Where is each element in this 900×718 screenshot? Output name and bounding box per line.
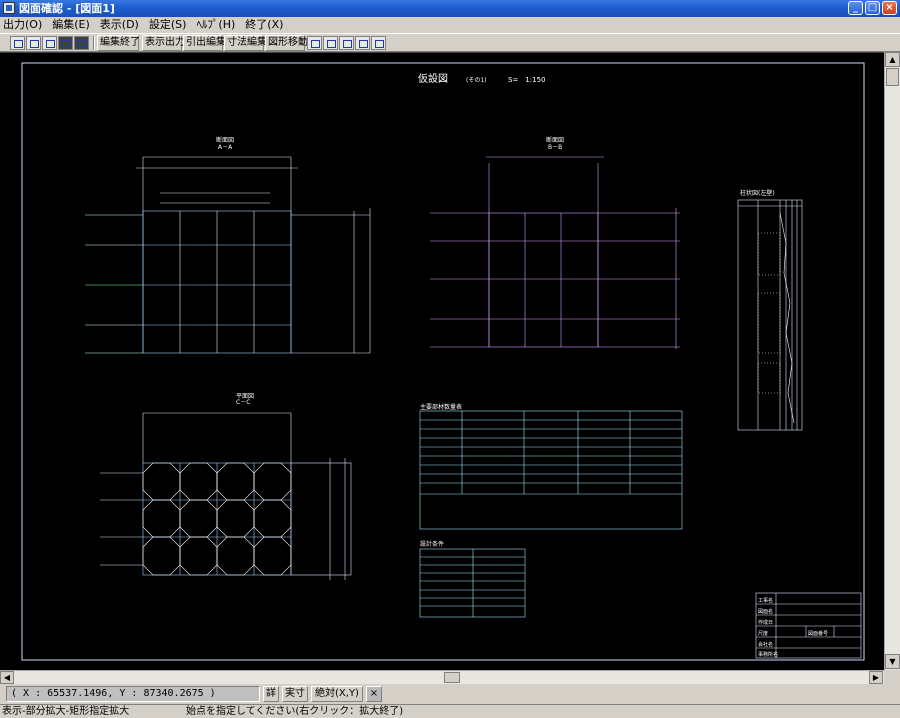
drawing-title: 仮設図	[418, 72, 448, 85]
section-bb: 断面図 B－B	[430, 136, 680, 349]
design-conditions-title: 設計条件	[420, 540, 444, 548]
section-aa-label: A－A	[218, 144, 233, 151]
materials-table-title: 主要部材数量表	[420, 403, 462, 411]
horizontal-scrollbar[interactable]: ◀ ▶	[0, 670, 884, 684]
drawing-canvas[interactable]: 仮設図 (その1) S= 1:150 断面図 A－A	[0, 52, 884, 670]
boring-log: 柱状図(左壁)	[737, 189, 803, 431]
title-block: 工事名 図面名 作成日 尺度 会社名 事務所名 図面番号	[755, 592, 862, 659]
vertical-scroll-thumb[interactable]	[886, 68, 899, 86]
title-block-row-3: 作成日	[758, 619, 773, 626]
scroll-down-icon[interactable]: ▼	[885, 654, 900, 669]
coordinate-readout: ( X : 65537.1496, Y : 87340.2675 )	[6, 686, 260, 702]
drawing-subtitle: (その1)	[466, 77, 487, 84]
display-output-button[interactable]: 表示出力	[142, 35, 185, 51]
plan-cc-name: 平面図	[236, 393, 254, 400]
maximize-button[interactable]: □	[865, 1, 880, 15]
plan-cc: 平面図 C－C	[100, 393, 352, 580]
menu-view[interactable]: 表示(D)	[99, 18, 139, 31]
close-button[interactable]: ×	[882, 1, 897, 15]
menu-output[interactable]: 出力(O)	[3, 18, 43, 31]
section-bb-name: 断面図	[546, 136, 564, 144]
move-figure-button[interactable]: 図形移動	[265, 35, 308, 51]
title-block-row-6: 事務所名	[758, 651, 778, 658]
title-block-drawing-no: 図面番号	[808, 630, 828, 637]
menu-help[interactable]: ﾍﾙﾌﾟ(H)	[196, 18, 236, 31]
title-bar[interactable]: 図面確認 - [図面1] _ □ ×	[0, 0, 900, 17]
absolute-coords-button[interactable]: 絶対(X,Y)	[311, 686, 363, 702]
window-title: 図面確認 - [図面1]	[19, 2, 115, 15]
title-block-row-4: 尺度	[758, 630, 768, 637]
leader-edit-button[interactable]: 引出編集	[183, 35, 226, 51]
pan-icon[interactable]	[74, 36, 89, 50]
menu-exit[interactable]: 終了(X)	[245, 18, 284, 31]
title-block-row-1: 工事名	[758, 597, 773, 604]
section-aa-name: 断面図	[216, 136, 234, 144]
status-prompt: 始点を指定してください(右クリック：拡大終了)	[186, 706, 404, 717]
coordinate-bar: ( X : 65537.1496, Y : 87340.2675 ) 詳 実寸 …	[0, 684, 900, 704]
title-block-row-5: 会社名	[758, 641, 773, 648]
menu-settings[interactable]: 設定(S)	[148, 18, 187, 31]
drawing-scale: S= 1:150	[508, 76, 545, 84]
undo-icon[interactable]	[355, 36, 370, 50]
app-icon[interactable]	[3, 2, 15, 14]
print-icon[interactable]	[323, 36, 338, 50]
section-aa: 断面図 A－A	[85, 136, 371, 354]
exit-icon[interactable]	[371, 36, 386, 50]
zoom-out-icon[interactable]	[42, 36, 57, 50]
boring-log-title: 柱状図(左壁)	[740, 189, 775, 197]
sheet-frame	[21, 62, 865, 661]
zoom-window-icon[interactable]	[58, 36, 73, 50]
menu-edit[interactable]: 編集(E)	[52, 18, 90, 31]
design-conditions-table: 設計条件	[419, 540, 526, 618]
status-bar: 表示-部分拡大-矩形指定拡大 始点を指定してください(右クリック：拡大終了)	[0, 704, 900, 718]
scroll-up-icon[interactable]: ▲	[885, 52, 900, 67]
cad-drawing[interactable]: 仮設図 (その1) S= 1:150 断面図 A－A	[0, 53, 884, 671]
menu-bar: 出力(O) 編集(E) 表示(D) 設定(S) ﾍﾙﾌﾟ(H) 終了(X)	[0, 17, 900, 33]
layer-icon[interactable]	[307, 36, 322, 50]
toolbar: 編集終了 表示出力 引出編集 寸法編集 図形移動	[0, 33, 900, 52]
scroll-right-icon[interactable]: ▶	[869, 671, 883, 684]
detail-button[interactable]: 詳	[263, 686, 279, 702]
scroll-left-icon[interactable]: ◀	[0, 671, 14, 684]
dimension-edit-button[interactable]: 寸法編集	[224, 35, 267, 51]
minimize-button[interactable]: _	[848, 1, 863, 15]
finish-edit-button[interactable]: 編集終了	[97, 35, 140, 51]
zoom-in-icon[interactable]	[26, 36, 41, 50]
horizontal-scroll-thumb[interactable]	[444, 672, 460, 683]
status-mode: 表示-部分拡大-矩形指定拡大	[2, 706, 130, 717]
section-bb-label: B－B	[548, 144, 562, 151]
actual-size-button[interactable]: 実寸	[282, 686, 308, 702]
clear-icon[interactable]: ×	[366, 686, 382, 702]
plan-cc-label: C－C	[236, 399, 250, 406]
vertical-scrollbar[interactable]: ▲ ▼	[884, 52, 900, 670]
materials-table: 主要部材数量表	[419, 403, 683, 530]
toolbar-separator	[93, 36, 95, 50]
fit-view-icon[interactable]	[10, 36, 25, 50]
title-block-row-2: 図面名	[758, 608, 773, 615]
property-icon[interactable]	[339, 36, 354, 50]
